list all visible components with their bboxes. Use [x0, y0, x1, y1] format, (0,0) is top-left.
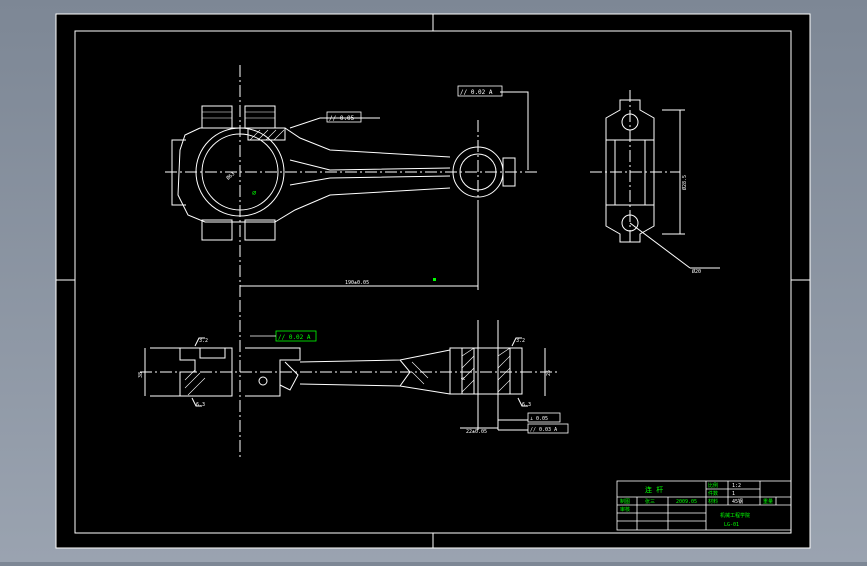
material-value: 45钢 [732, 498, 743, 505]
quantity-label: 件数 [708, 490, 718, 497]
section-view [140, 300, 560, 460]
front-view-annotations: // 0.05 // 0.02 A 190±0.05 Ø63 ⌀ [225, 85, 503, 286]
ra-right-top: 3.2 [516, 338, 525, 344]
scale-value: 1:2 [732, 483, 741, 489]
bore-mark: ⌀ [252, 189, 256, 197]
flatness-top-label: // 0.05 [329, 115, 355, 122]
left-height-label: 38 [138, 372, 144, 378]
scale-label: 比例 [708, 482, 718, 489]
school-name: 机械工程学院 [720, 512, 750, 519]
center-distance-label: 190±0.05 [345, 280, 369, 286]
front-view [165, 65, 540, 300]
ra-right-bottom: 6.3 [522, 402, 531, 408]
right-dim-label: Ø28.5 [681, 175, 688, 190]
drawn-name: 张三 [645, 498, 655, 505]
material-label: 材料 [708, 498, 718, 505]
quantity-value: 1 [732, 491, 735, 497]
bottom-width-label: 22±0.05 [466, 429, 487, 435]
flatness-bottom-2: // 0.03 A [530, 427, 557, 433]
title-block [616, 480, 792, 531]
side-parallelism-label: // 0.02 A [278, 334, 311, 341]
ra-left-top: 3.2 [199, 338, 208, 344]
snap-marker [433, 278, 436, 281]
drawing-number: LG-01 [724, 522, 739, 528]
right-dim-bottom-label: Ø20 [692, 268, 701, 275]
checked-label: 审核 [620, 506, 630, 513]
drawn-date: 2009.05 [676, 499, 697, 505]
drawn-label: 制图 [620, 498, 630, 505]
part-name: 连 杆 [645, 485, 663, 494]
ra-left-bottom: 6.3 [196, 402, 205, 408]
datum-label: A [461, 377, 467, 380]
right-height-label: 25 [546, 370, 552, 376]
flatness-bottom-1: ⊥ 0.05 [530, 416, 548, 422]
bore-note-label: Ø63 [225, 170, 236, 181]
weight-label: 重量 [763, 498, 773, 505]
top-parallelism-label: // 0.02 A [460, 89, 493, 96]
side-view [590, 90, 720, 269]
